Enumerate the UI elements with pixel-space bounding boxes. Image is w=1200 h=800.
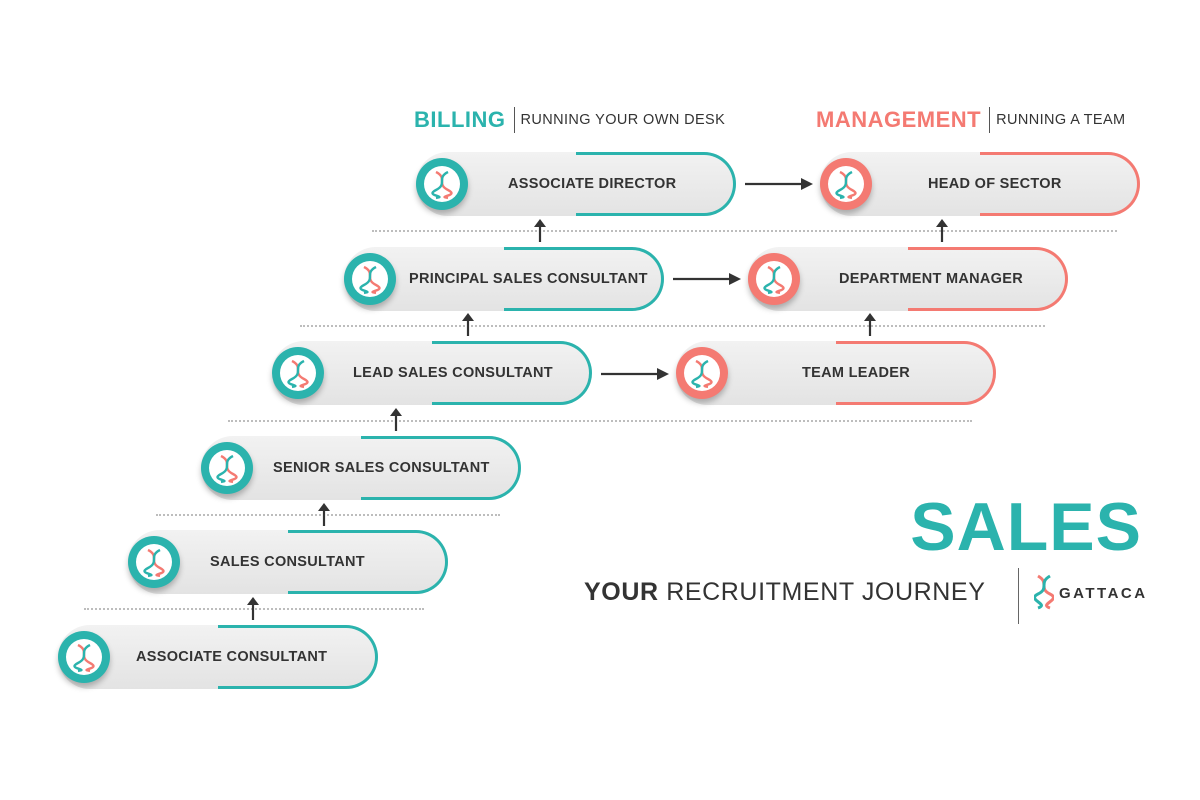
role-associate-consultant: ASSOCIATE CONSULTANT [58, 625, 378, 689]
dna-icon [748, 253, 800, 305]
dotted-separator [372, 230, 1117, 232]
dna-icon [128, 536, 180, 588]
role-label: ASSOCIATE DIRECTOR [508, 176, 677, 192]
role-label: SALES CONSULTANT [210, 554, 365, 570]
role-label: HEAD OF SECTOR [928, 176, 1062, 192]
arrow-right-icon [745, 178, 813, 190]
role-lead-sales-consultant: LEAD SALES CONSULTANT [272, 341, 592, 405]
management-track-subtitle: RUNNING A TEAM [996, 112, 1126, 128]
role-label: ASSOCIATE CONSULTANT [136, 649, 328, 665]
role-senior-sales-consultant: SENIOR SALES CONSULTANT [201, 436, 521, 500]
management-track-title: MANAGEMENT [816, 107, 982, 132]
dna-icon [676, 347, 728, 399]
arrow-up-icon [318, 503, 330, 526]
management-header-divider [989, 107, 991, 133]
role-sales-consultant: SALES CONSULTANT [128, 530, 448, 594]
arrow-up-icon [390, 408, 402, 431]
page-title: SALES [910, 489, 1142, 565]
role-associate-director: ASSOCIATE DIRECTOR [416, 152, 736, 216]
arrow-right-icon [601, 368, 669, 380]
dna-icon [201, 442, 253, 494]
dna-icon [58, 631, 110, 683]
dna-icon [416, 158, 468, 210]
dna-icon [1034, 574, 1054, 610]
arrow-right-icon [673, 273, 741, 285]
arrow-up-icon [864, 313, 876, 336]
role-label: TEAM LEADER [802, 365, 911, 381]
arrow-up-icon [247, 597, 259, 620]
role-department-manager: DEPARTMENT MANAGER [748, 247, 1068, 311]
role-label: LEAD SALES CONSULTANT [353, 365, 553, 381]
dotted-separator [300, 325, 1045, 327]
role-team-leader: TEAM LEADER [676, 341, 996, 405]
tagline-bold: YOUR [584, 578, 659, 606]
dotted-separator [228, 420, 972, 422]
dna-icon [272, 347, 324, 399]
billing-header-divider [513, 107, 515, 133]
billing-track-header: BILLING RUNNING YOUR OWN DESK [414, 106, 725, 134]
dna-icon [820, 158, 872, 210]
arrow-up-icon [462, 313, 474, 336]
brand-logo-text: GATTACA [1059, 585, 1148, 602]
role-label: PRINCIPAL SALES CONSULTANT [409, 271, 648, 287]
role-label: SENIOR SALES CONSULTANT [273, 460, 490, 476]
management-track-header: MANAGEMENT RUNNING A TEAM [816, 106, 1126, 134]
dotted-separator [156, 514, 500, 516]
tagline-rest: RECRUITMENT JOURNEY [666, 578, 986, 606]
brand-divider [1018, 568, 1019, 624]
arrow-up-icon [534, 219, 546, 242]
role-head-of-sector: HEAD OF SECTOR [820, 152, 1140, 216]
dna-icon [344, 253, 396, 305]
arrow-up-icon [936, 219, 948, 242]
role-label: DEPARTMENT MANAGER [839, 271, 1023, 287]
billing-track-subtitle: RUNNING YOUR OWN DESK [520, 112, 726, 128]
billing-track-title: BILLING [414, 107, 506, 132]
tagline: YOUR RECRUITMENT JOURNEY [584, 578, 985, 607]
role-principal-sales-consultant: PRINCIPAL SALES CONSULTANT [344, 247, 664, 311]
